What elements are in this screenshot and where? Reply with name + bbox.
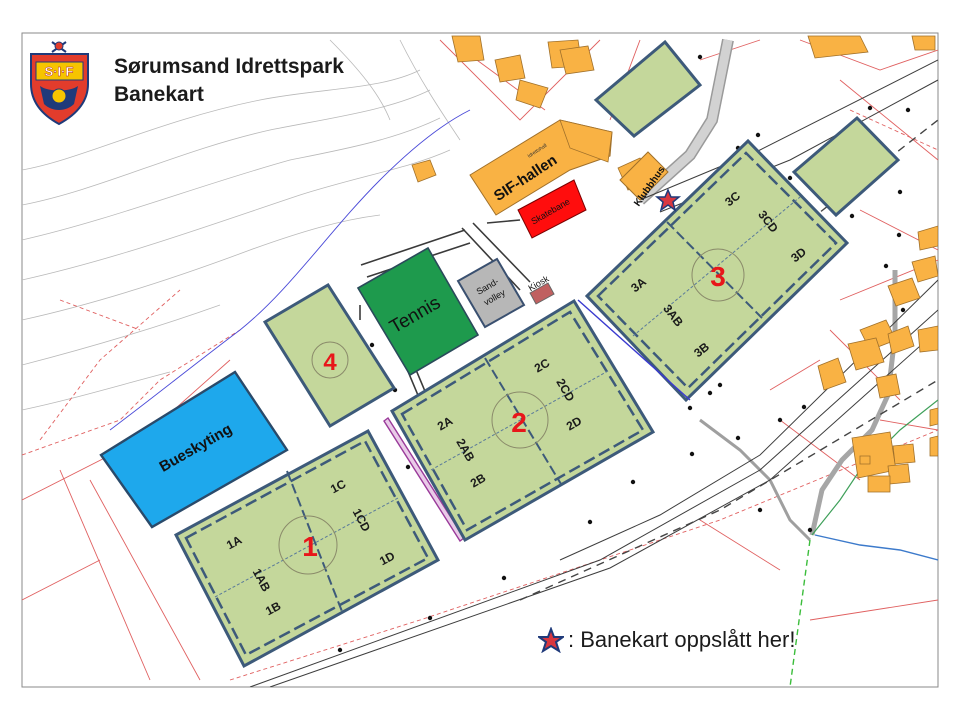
field-1d-label: 1D [377,549,397,569]
sif-logo: S·I·F [30,41,89,126]
field-4 [262,282,397,429]
field-1b-label: 1B [263,599,283,619]
field-2-number: 2 [511,407,527,438]
field-1a-label: 1A [224,533,244,553]
houses [411,35,938,493]
sif-hallen-building [469,119,613,216]
field-4-number: 4 [323,349,337,376]
page-title: Sørumsand Idrettspark Banekart [114,53,344,109]
green-path [789,539,811,687]
extra-fields [593,39,901,218]
field-1 [173,428,441,669]
legend-text: : Banekart oppslått her! [568,627,796,652]
tennis-court [356,246,480,377]
kiosk-building [529,282,555,305]
legend: : Banekart oppslått her! [538,627,795,653]
contour-lines [22,39,461,411]
railway [249,59,938,687]
field-2b-label: 2B [468,470,489,490]
title-line-1: Sørumsand Idrettspark [114,55,344,78]
stream-line [109,109,471,431]
field-2a-label: 2A [435,413,456,433]
title-line-2: Banekart [114,83,204,106]
skatebane-area [517,179,587,239]
map-location-star-icon [654,188,682,212]
field-1-number: 1 [302,531,318,562]
blue-boundary [577,299,691,401]
bueskyting-area [99,370,289,529]
field-3-number: 3 [710,261,726,292]
sandvolley-court [456,257,526,329]
field-2 [389,298,656,543]
klubbhus-building [619,151,669,201]
logo-text: S·I·F [45,64,74,79]
field-1c-label: 1C [328,477,348,497]
field-4-circle [311,341,349,379]
field-3 [584,138,850,403]
field-2c-label: 2C [532,355,553,375]
track-dashed [519,119,938,601]
legend-star-icon [538,627,564,653]
field-2d-label: 2D [564,413,585,433]
blue-line [814,534,938,561]
